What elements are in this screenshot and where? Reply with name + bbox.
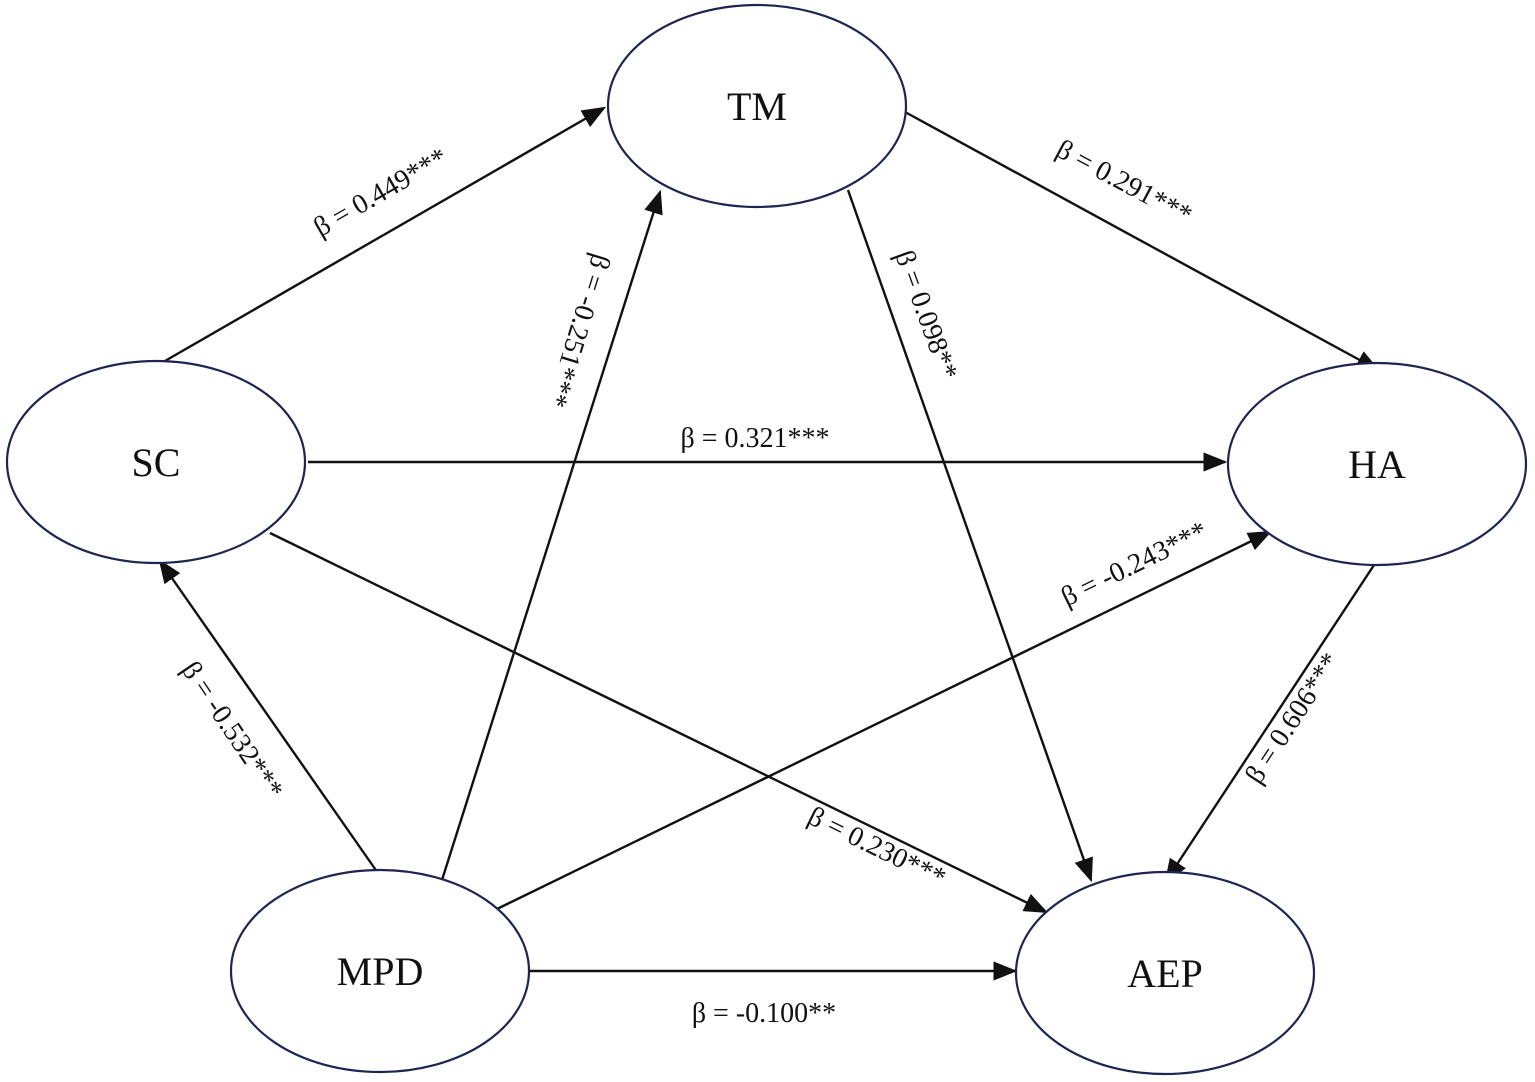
node-tm-shape (606, 3, 908, 209)
edge-mpd-aep: β = -0.100** (530, 961, 1018, 1029)
edge-mpd-sc: β = -0.532*** (158, 559, 381, 877)
node-mpd: MPD (229, 868, 531, 1074)
arrow-sc-tm (157, 106, 607, 367)
node-sc-shape (5, 359, 307, 565)
edge-sc-tm: β = 0.449*** (157, 106, 607, 367)
node-tm: TM (606, 3, 908, 209)
label-mpd-sc: β = -0.532*** (175, 656, 289, 805)
node-ha: HA (1226, 361, 1528, 567)
label-tm-aep: β = 0.098** (888, 246, 963, 384)
node-ha-label: HA (1348, 442, 1406, 487)
node-mpd-label: MPD (337, 949, 424, 994)
node-sc-label: SC (132, 440, 181, 485)
node-aep-shape (1014, 870, 1316, 1076)
label-ha-aep: β = 0.606*** (1239, 647, 1346, 789)
arrow-tm-ha (904, 110, 1381, 372)
edge-tm-ha: β = 0.291*** (904, 110, 1381, 372)
arrow-ha-aep (1164, 561, 1378, 884)
edge-ha-aep: β = 0.606*** (1164, 561, 1378, 884)
edge-sc-ha: β = 0.321*** (308, 423, 1228, 472)
node-mpd-shape (229, 868, 531, 1074)
arrow-mpd-ha (496, 530, 1273, 911)
arrow-mpd-sc (158, 559, 381, 877)
node-aep: AEP (1014, 870, 1316, 1076)
label-tm-ha: β = 0.291*** (1051, 134, 1197, 231)
edge-tm-aep: β = 0.098** (846, 189, 1093, 883)
label-mpd-aep: β = -0.100** (692, 998, 836, 1029)
node-sc: SC (5, 359, 307, 565)
edge-mpd-tm: β = -0.251*** (440, 189, 663, 881)
arrow-sc-aep (269, 531, 1049, 914)
label-sc-tm: β = 0.449*** (308, 142, 453, 243)
node-aep-label: AEP (1127, 951, 1203, 996)
node-ha-shape (1226, 361, 1528, 567)
label-sc-ha: β = 0.321*** (680, 423, 829, 454)
arrow-tm-aep (846, 189, 1093, 883)
label-mpd-tm: β = -0.251*** (540, 250, 616, 411)
node-tm-label: TM (727, 84, 787, 129)
edge-sc-aep: β = 0.230*** (269, 531, 1049, 914)
label-sc-aep: β = 0.230*** (803, 801, 951, 894)
arrow-mpd-tm (440, 189, 663, 881)
